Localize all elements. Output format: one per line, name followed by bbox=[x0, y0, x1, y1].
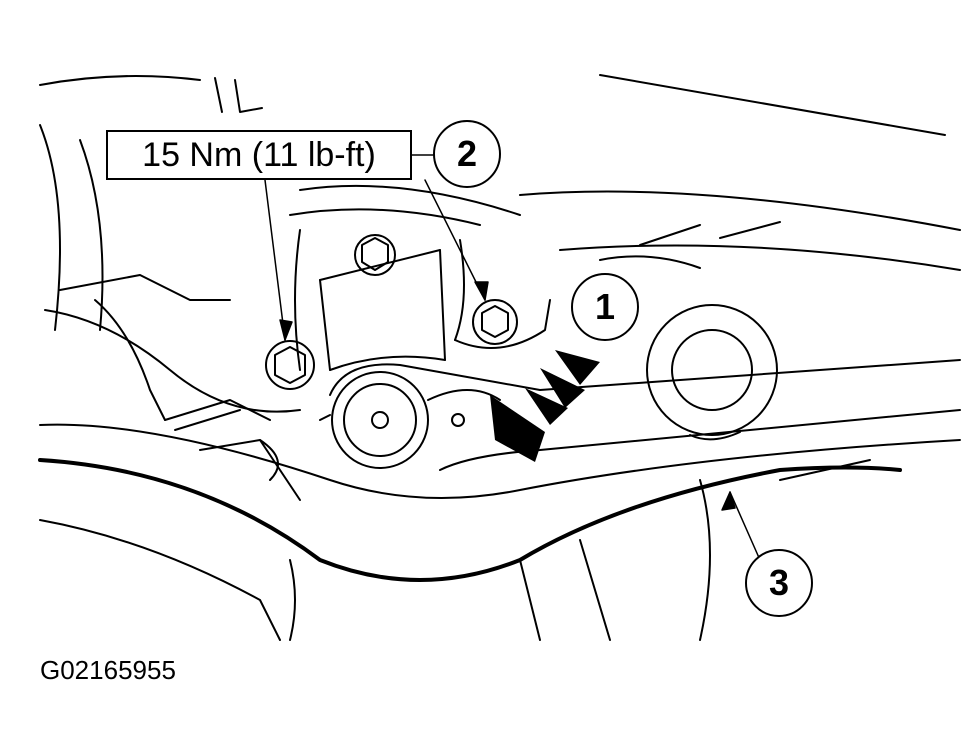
direction-arrows bbox=[490, 350, 600, 462]
leader-lines bbox=[264, 154, 761, 561]
upper-bolt bbox=[354, 234, 396, 276]
callout-1: 1 bbox=[571, 273, 639, 341]
left-bolt bbox=[265, 340, 315, 390]
lower-body bbox=[38, 414, 961, 641]
lower-arm bbox=[329, 359, 961, 471]
callout-2: 2 bbox=[433, 120, 501, 188]
callout-3: 3 bbox=[745, 549, 813, 617]
right-bushing bbox=[646, 304, 778, 441]
figure-id: G02165955 bbox=[40, 655, 176, 685]
knuckle-body bbox=[44, 229, 551, 501]
background-lines bbox=[39, 74, 961, 331]
torque-spec-label: 15 Nm (11 lb-ft) bbox=[106, 130, 412, 180]
right-bolt bbox=[472, 299, 518, 345]
